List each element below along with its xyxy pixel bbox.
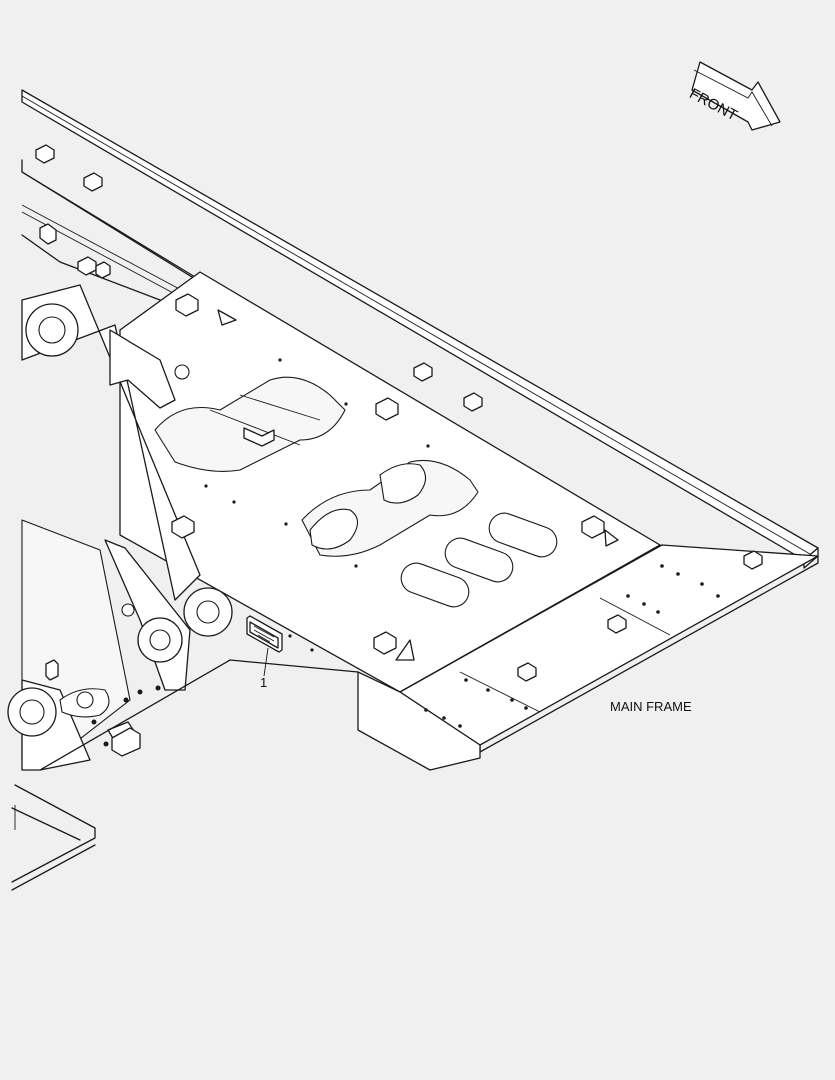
lower-frame-section — [11, 784, 96, 891]
part-callout-number: 1 — [260, 675, 268, 690]
callout-leader-line — [263, 647, 269, 677]
boom-link — [21, 284, 201, 601]
decal-part-1 — [246, 615, 283, 653]
assembly-label: MAIN FRAME — [610, 699, 692, 714]
rivet-holes — [91, 358, 720, 747]
inner-rail — [21, 159, 201, 303]
mounting-blocks — [35, 144, 763, 757]
front-arrow-icon — [691, 61, 781, 131]
deck-cutouts — [154, 376, 558, 608]
